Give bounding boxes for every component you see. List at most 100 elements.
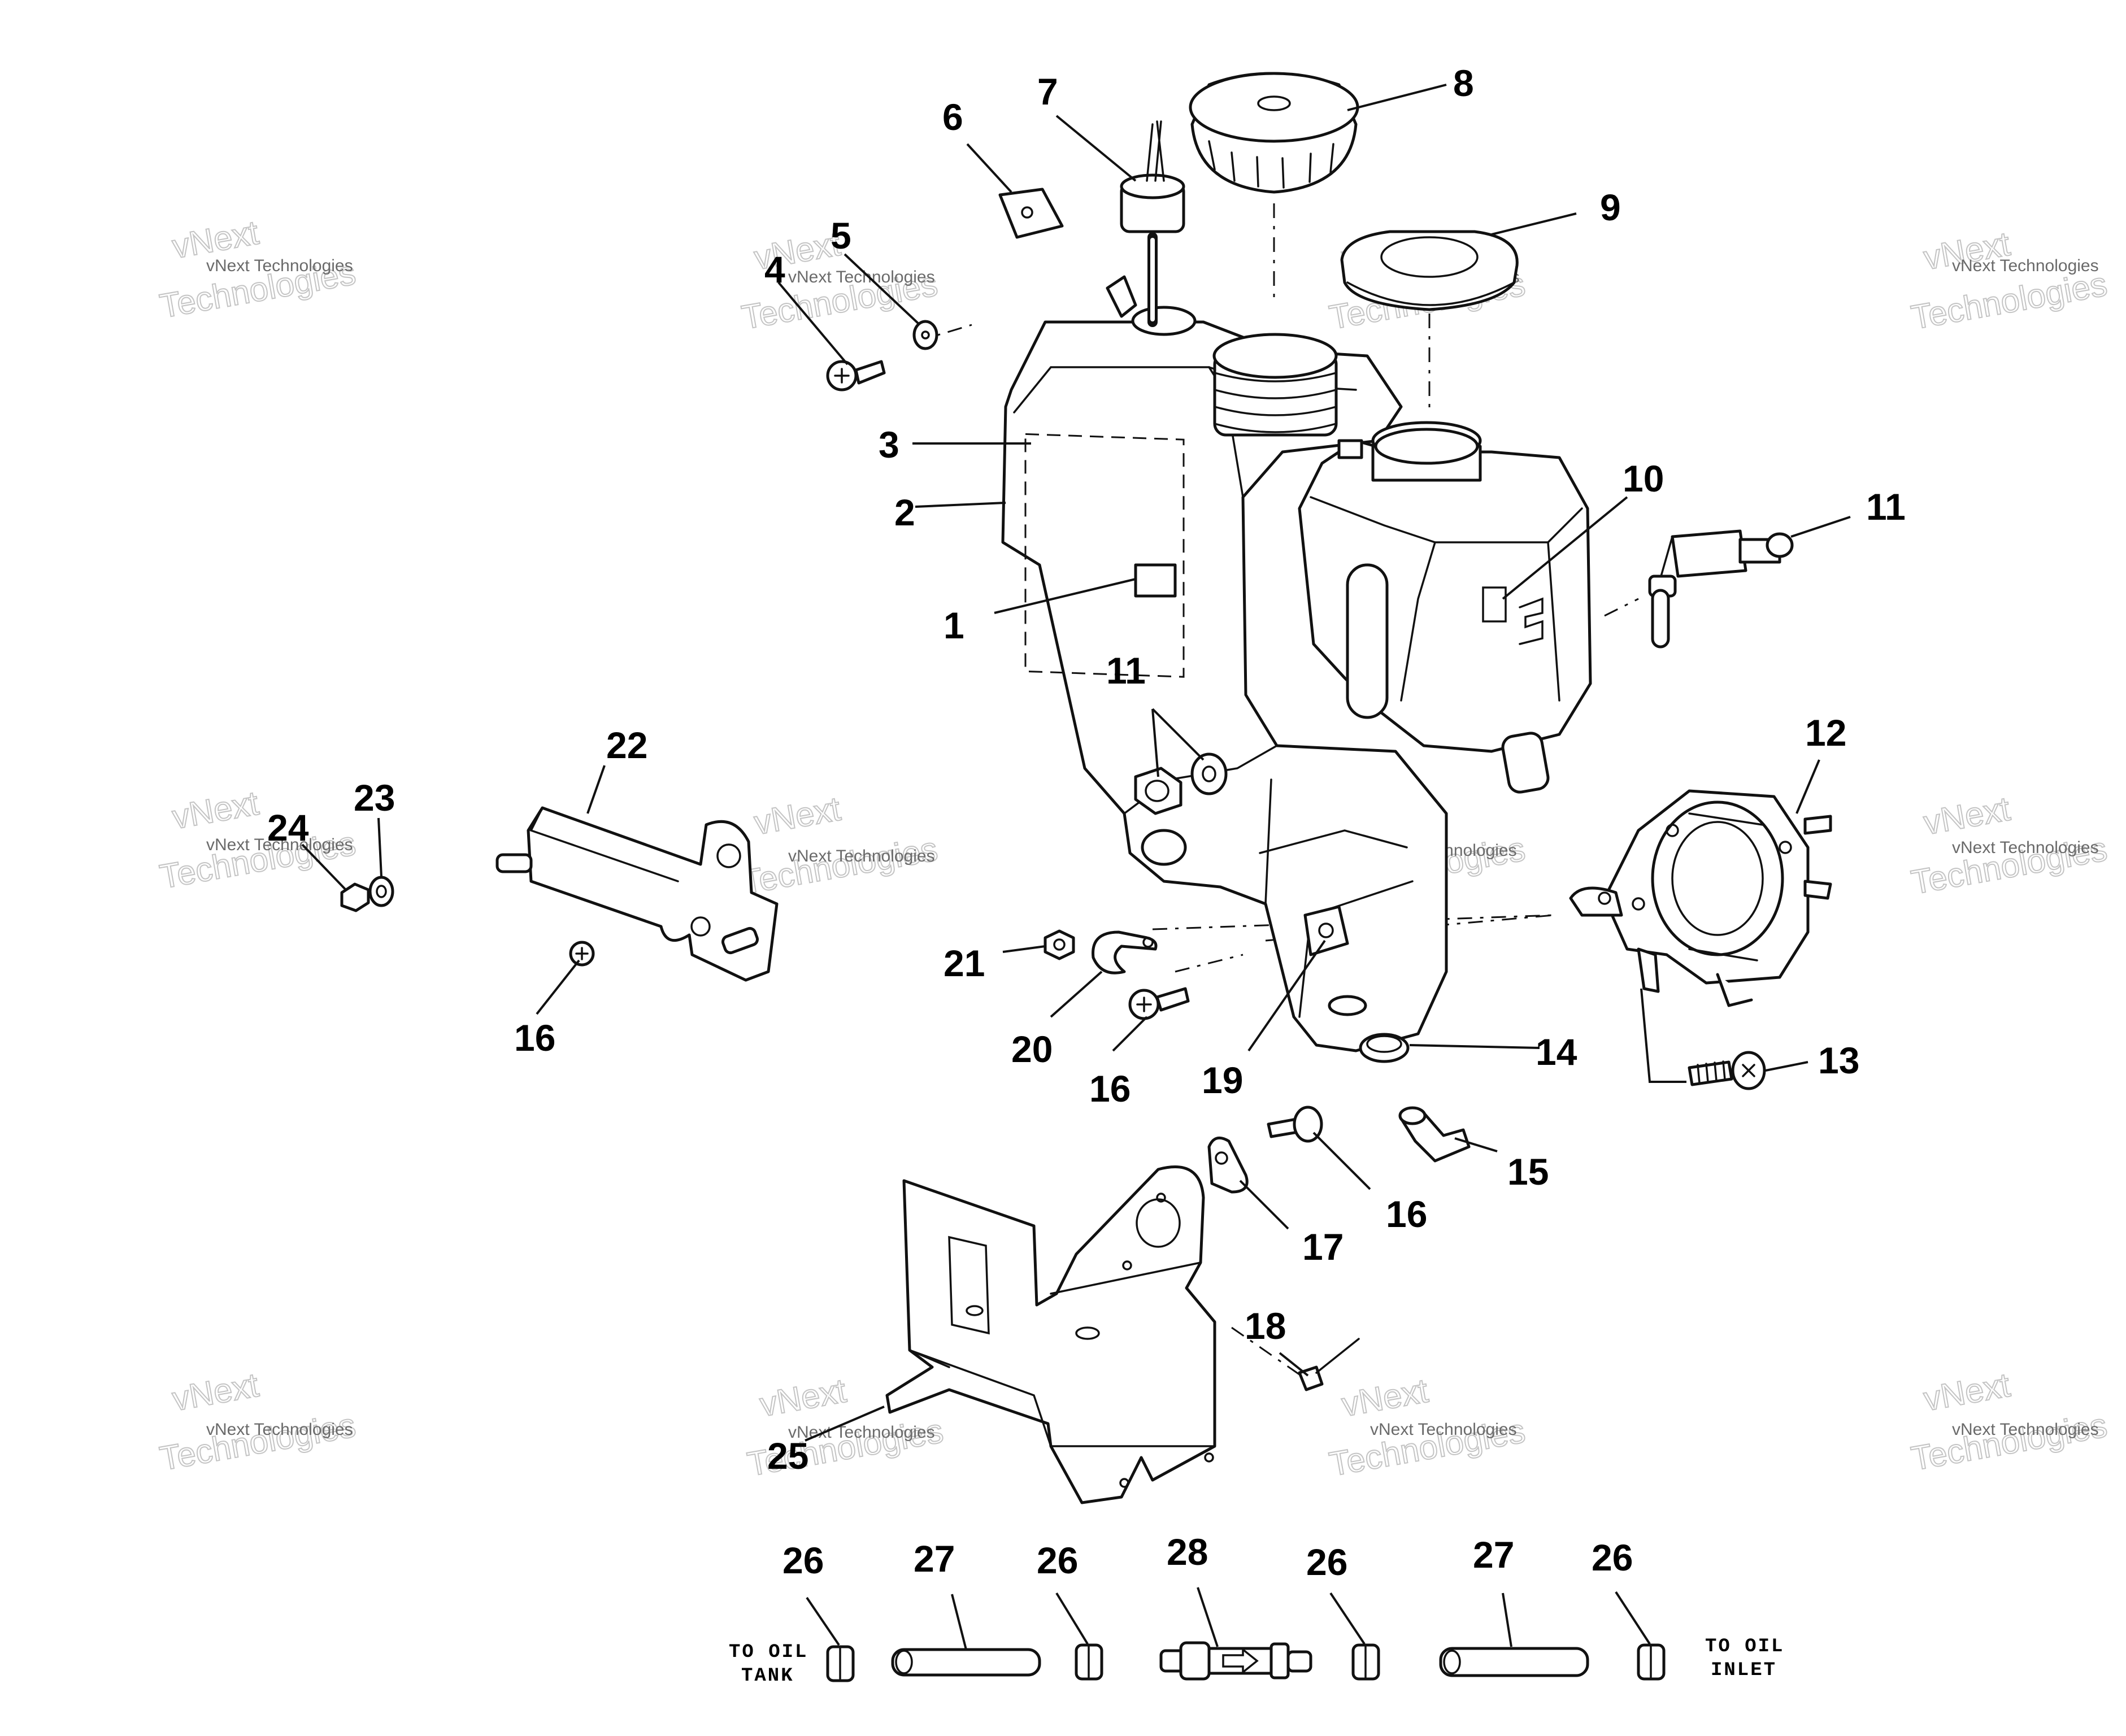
callout-2: 2 <box>894 491 915 533</box>
watermark-line: vNext Technologies <box>1952 1420 2099 1439</box>
washer-5 <box>912 320 938 350</box>
rivet-18 <box>1298 1338 1360 1391</box>
sight-window <box>1346 563 1389 719</box>
drain-port <box>1328 995 1367 1016</box>
watermark-bottom: Technologies <box>157 1406 359 1478</box>
fuel-pump <box>1569 789 1832 1007</box>
watermark-top: vNext <box>1921 790 2013 842</box>
fuel-cap <box>1189 72 1359 194</box>
callout-16: 16 <box>1089 1068 1131 1110</box>
fuel-tank <box>1001 320 1448 1052</box>
watermark-line: vNext Technologies <box>788 847 935 865</box>
callout-10: 10 <box>1623 458 1664 499</box>
screw-13 <box>1688 1051 1766 1090</box>
screw-16 <box>1128 987 1190 1020</box>
hose-27 <box>891 1648 1041 1677</box>
svg-text:TO OIL: TO OIL <box>729 1642 808 1663</box>
callout-22: 22 <box>606 724 647 766</box>
callout-7: 7 <box>1037 71 1058 112</box>
note-to-oil-tank: TO OIL TANK <box>729 1642 808 1687</box>
hose-clamp-26 <box>826 1645 855 1682</box>
decal <box>1134 563 1177 598</box>
label-area <box>1024 433 1185 678</box>
callout-26: 26 <box>1306 1541 1347 1583</box>
callout-8: 8 <box>1453 62 1474 104</box>
callout-28: 28 <box>1167 1531 1208 1573</box>
watermark-line: vNext Technologies <box>206 1420 353 1439</box>
svg-text:TANK: TANK <box>741 1665 794 1687</box>
callout-17: 17 <box>1302 1226 1344 1268</box>
callout-1: 1 <box>944 604 964 646</box>
fuel-shutoff-valve <box>1648 529 1794 649</box>
tab-19 <box>1303 905 1349 956</box>
callout-27: 27 <box>914 1538 955 1580</box>
washer-23 <box>368 876 394 907</box>
nut-21 <box>1044 929 1075 960</box>
watermark-line: vNext Technologies <box>788 1423 935 1442</box>
fitting <box>1141 829 1187 866</box>
callout-13: 13 <box>1818 1039 1859 1081</box>
callout-4: 4 <box>764 249 785 290</box>
callout-21: 21 <box>944 942 985 984</box>
watermark-line: vNext Technologies <box>1952 838 2099 857</box>
inline-filter-28 <box>1159 1641 1312 1681</box>
vent-tab <box>1106 275 1137 318</box>
callout-26: 26 <box>1037 1539 1078 1581</box>
callout-19: 19 <box>1202 1059 1243 1101</box>
callout-23: 23 <box>354 777 395 819</box>
watermark-bottom: Technologies <box>1908 265 2110 337</box>
callout-labels: 1 2 3 4 5 6 7 8 9 10 11 11 12 13 14 15 1… <box>267 62 1906 1583</box>
watermark-bottom: Technologies <box>739 830 941 902</box>
leader-lines <box>301 84 1851 1650</box>
watermark-top: vNext <box>169 1366 262 1419</box>
watermark-top: vNext <box>757 1372 849 1424</box>
callout-20: 20 <box>1011 1028 1053 1070</box>
callout-18: 18 <box>1245 1305 1286 1347</box>
clip-17 <box>1207 1136 1249 1194</box>
oil-reservoir <box>1298 421 1592 794</box>
watermark-line: vNext Technologies <box>1952 256 2099 275</box>
callout-16: 16 <box>514 1017 555 1059</box>
callout-16: 16 <box>1386 1193 1427 1235</box>
lower-bracket-25 <box>885 1165 1216 1504</box>
callout-26: 26 <box>1592 1537 1633 1578</box>
screw-16 <box>1267 1106 1323 1143</box>
oil-outlet <box>1501 732 1550 794</box>
callout-27: 27 <box>1473 1534 1514 1576</box>
callout-15: 15 <box>1507 1151 1549 1193</box>
clamp-20 <box>1092 930 1158 974</box>
watermark-bottom: Technologies <box>157 824 359 896</box>
callout-26: 26 <box>782 1539 824 1581</box>
watermark-top: vNext <box>1921 1366 2013 1419</box>
svg-text:TO OIL: TO OIL <box>1705 1636 1784 1657</box>
watermark-bottom: Technologies <box>1908 1406 2110 1478</box>
watermark-top: vNext <box>169 784 262 837</box>
callout-11-valve: 11 <box>1866 486 1906 528</box>
callout-9: 9 <box>1600 186 1621 228</box>
watermark-top: vNext <box>1339 1372 1431 1424</box>
sender-grommet <box>1131 306 1197 336</box>
callout-25: 25 <box>767 1435 808 1477</box>
watermark-line: vNext Technologies <box>206 256 353 275</box>
grommet-14 <box>1359 1033 1410 1063</box>
hose-clamp-26 <box>1351 1643 1380 1681</box>
svg-text:INLET: INLET <box>1711 1660 1777 1681</box>
callout-14: 14 <box>1536 1031 1577 1073</box>
nut-24 <box>340 882 370 912</box>
callout-5: 5 <box>831 215 851 256</box>
callout-3: 3 <box>879 424 899 465</box>
callout-24: 24 <box>267 807 309 849</box>
fuel-filler-neck <box>1212 333 1338 437</box>
oil-cap <box>1340 230 1519 311</box>
elbow-fitting-15 <box>1398 1106 1471 1163</box>
watermark-top: vNext <box>751 790 844 842</box>
watermark-line: vNext Technologies <box>206 836 353 854</box>
hose-clamp-26 <box>1075 1643 1103 1681</box>
hose-clamp-26 <box>1637 1643 1666 1681</box>
oil-vent-nipple <box>1337 439 1363 459</box>
screw-16 <box>569 941 595 967</box>
note-to-oil-inlet: TO OIL INLET <box>1705 1636 1784 1681</box>
oil-line-assembly <box>826 1641 1666 1682</box>
screw-4 <box>826 360 886 391</box>
